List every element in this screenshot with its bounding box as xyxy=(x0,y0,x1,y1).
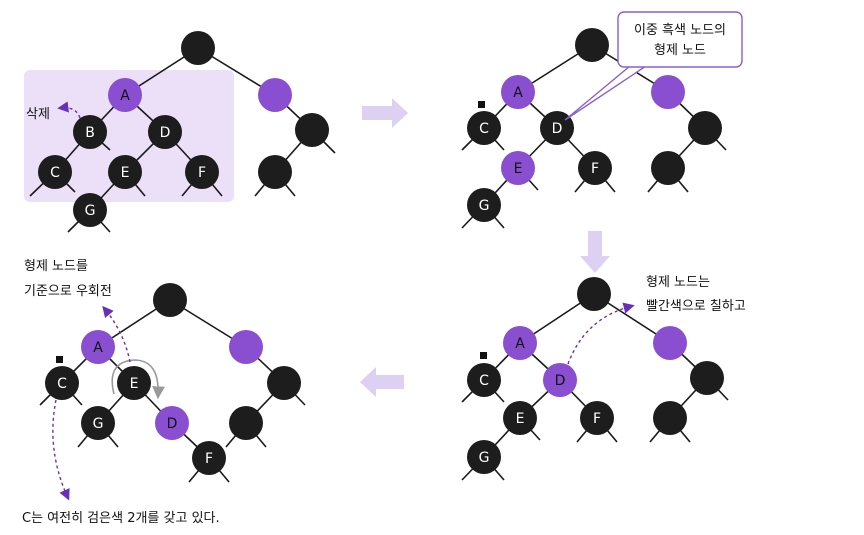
p1-node-f xyxy=(185,155,219,189)
panel-1: A B D C E F G 삭제 xyxy=(24,31,336,233)
p2-double-black-marker xyxy=(478,101,485,108)
p1-right-child-node xyxy=(258,78,292,112)
p2-node-c-label: C xyxy=(479,121,489,137)
p4-bottom-note: C는 여전히 검은색 2개를 갖고 있다. xyxy=(22,511,220,526)
p2-node-a-label: A xyxy=(513,85,523,101)
p3-node-d xyxy=(543,363,577,397)
p1-right-subtree-node-2 xyxy=(258,155,292,189)
p3-node-c xyxy=(467,363,501,397)
p3-right-child-node xyxy=(653,326,687,360)
p1-node-g-label: G xyxy=(85,203,96,219)
p2-root-node xyxy=(575,28,609,62)
p3-node-g xyxy=(467,440,501,474)
p1-node-e xyxy=(108,155,142,189)
p3-node-e-label: E xyxy=(516,411,525,427)
p3-node-f-label: F xyxy=(593,411,601,427)
p1-node-b xyxy=(73,115,107,149)
panel-3-edges xyxy=(461,293,729,481)
p2-callout-box xyxy=(617,11,743,68)
p2-node-e-label: E xyxy=(514,161,523,177)
p4-note-line-1: 형제 노드를 xyxy=(24,259,88,274)
step-arrow-right xyxy=(362,98,408,128)
p4-node-g xyxy=(81,406,115,440)
p4-node-e-label: E xyxy=(130,376,139,392)
step-arrow-down xyxy=(580,231,610,273)
p3-note-line-2: 빨간색으로 칠하고 xyxy=(646,299,746,314)
p3-node-f xyxy=(580,401,614,435)
p4-right-child-node xyxy=(229,330,263,364)
p1-node-a-label: A xyxy=(120,88,130,104)
p2-right-subtree-node-1 xyxy=(688,111,722,145)
p2-node-f-label: F xyxy=(591,161,599,177)
p1-node-b-label: B xyxy=(85,125,95,141)
panel-4-edges xyxy=(39,299,306,483)
p4-c-arrow xyxy=(52,399,70,501)
p2-node-e xyxy=(501,151,535,185)
p1-root-node xyxy=(181,31,215,65)
panel-2-edges xyxy=(461,44,727,229)
p3-right-subtree-node-1 xyxy=(690,361,724,395)
p1-node-c-label: C xyxy=(50,165,60,181)
p2-right-subtree-node-2 xyxy=(651,151,685,185)
p3-recolor-arrow xyxy=(567,302,635,365)
step-arrow-left xyxy=(360,367,404,397)
p2-node-g xyxy=(467,188,501,222)
p1-node-g xyxy=(73,193,107,227)
p4-root-node xyxy=(153,283,187,317)
p4-node-d-label: D xyxy=(167,416,178,432)
p4-rotation-arc xyxy=(111,359,165,400)
p2-node-d-label: D xyxy=(552,121,563,137)
p3-root-node xyxy=(577,277,611,311)
p4-node-c xyxy=(45,366,79,400)
p3-node-c-label: C xyxy=(479,373,489,389)
p4-node-e xyxy=(117,366,151,400)
p4-node-a-label: A xyxy=(93,340,103,356)
p2-node-f xyxy=(578,151,612,185)
p1-delete-label: 삭제 xyxy=(26,107,50,122)
p2-callout-pointer xyxy=(564,65,647,121)
p3-node-g-label: G xyxy=(479,450,490,466)
p3-note-line-1: 형제 노드는 xyxy=(646,275,710,290)
p4-node-c-label: C xyxy=(57,376,67,392)
p2-right-child-node xyxy=(651,75,685,109)
p3-double-black-marker xyxy=(480,352,487,359)
panel-4: A C E G D F 형제 노드를 기준으로 우회전 C는 여전히 검은색 2… xyxy=(22,259,306,526)
p1-node-c xyxy=(38,155,72,189)
p4-right-subtree-node-2 xyxy=(229,406,263,440)
p2-node-c xyxy=(467,111,501,145)
p3-node-e xyxy=(503,401,537,435)
p4-rotate-arrow xyxy=(102,305,131,363)
panel-2: A C D E F G 이중 흑색 노드의 형제 노드 xyxy=(461,11,743,229)
p2-node-g-label: G xyxy=(479,198,490,214)
p4-double-black-marker xyxy=(56,356,63,363)
p4-right-subtree-node-1 xyxy=(267,366,301,400)
p1-node-d-label: D xyxy=(160,125,171,141)
p1-node-d xyxy=(148,115,182,149)
p4-note-line-2: 기준으로 우회전 xyxy=(24,284,112,299)
p4-node-f-label: F xyxy=(205,451,213,467)
p3-node-d-label: D xyxy=(555,373,566,389)
p2-node-a xyxy=(501,75,535,109)
p3-node-a xyxy=(503,326,537,360)
p4-node-a xyxy=(81,330,115,364)
p1-delete-arrow xyxy=(57,101,81,119)
p1-node-a xyxy=(108,78,142,112)
p4-node-f xyxy=(192,441,226,475)
p1-node-f-label: F xyxy=(198,165,206,181)
p2-callout-line-2: 형제 노드 xyxy=(654,43,706,58)
p2-callout-line-1: 이중 흑색 노드의 xyxy=(634,23,726,38)
panel-3: A C D E F G 형제 노드는 빨간색으로 칠하고 xyxy=(461,275,746,481)
p3-right-subtree-node-2 xyxy=(653,401,687,435)
p1-node-e-label: E xyxy=(121,165,130,181)
p3-node-a-label: A xyxy=(515,336,525,352)
p1-right-subtree-node-1 xyxy=(295,113,329,147)
p4-node-d xyxy=(155,406,189,440)
p4-node-g-label: G xyxy=(93,416,104,432)
deleted-subtree-highlight xyxy=(24,70,234,202)
